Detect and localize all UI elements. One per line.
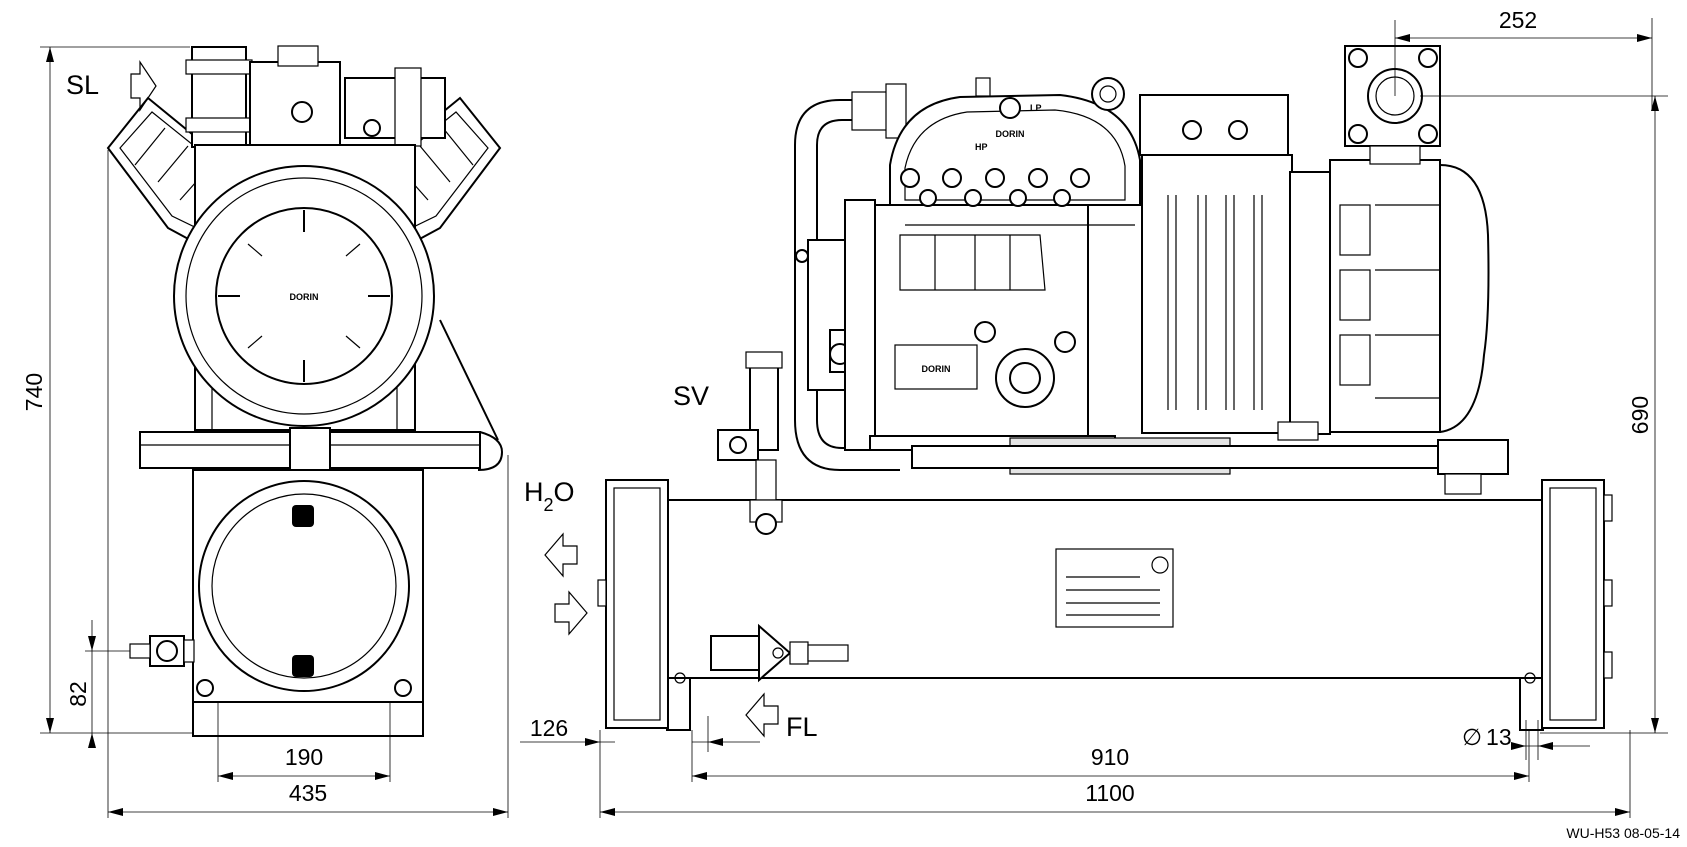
water-in-arrow — [554, 590, 588, 636]
brand-label-head: DORIN — [996, 129, 1025, 139]
solenoid-valve — [717, 351, 783, 535]
discharge-valve — [1344, 45, 1441, 165]
brand-label-plate: DORIN — [922, 364, 951, 374]
dim-740: 740 — [21, 373, 47, 411]
drawing-code: WU-H53 08-05-14 — [1566, 825, 1680, 841]
dim-435: 435 — [289, 780, 327, 806]
brand-label-end: DORIN — [290, 292, 319, 302]
end-cover: DORIN — [173, 165, 435, 427]
frame-rail — [911, 445, 1441, 469]
dim-82: 82 — [65, 681, 91, 707]
water-out-arrow — [544, 532, 578, 578]
dim-126: 126 — [530, 715, 568, 741]
filter-line-arrow — [745, 692, 779, 738]
left-dimensions — [40, 46, 509, 818]
dim-1100: 1100 — [1085, 780, 1134, 806]
suction-line-label: SL — [66, 70, 99, 100]
dim-690: 690 — [1627, 396, 1653, 434]
filter-valve — [710, 623, 849, 683]
right-dimensions — [520, 18, 1668, 818]
left-end-view: DORIN — [106, 45, 504, 737]
solenoid-valve-label: SV — [673, 381, 709, 411]
side-valve-end — [129, 635, 195, 667]
dim-190: 190 — [285, 744, 323, 770]
right-side-view: DORIN LP HP DORIN — [544, 45, 1613, 738]
dim-252: 252 — [1499, 7, 1537, 33]
condenser-end-flange — [192, 469, 424, 737]
condenser-shell — [597, 479, 1613, 731]
water-label: H2O — [524, 477, 575, 515]
motor-section — [1139, 94, 1490, 441]
suction-line-arrow — [130, 60, 157, 112]
dim-910: 910 — [1091, 744, 1129, 770]
hp-label: HP — [975, 142, 988, 152]
suction-valve-block — [185, 45, 446, 153]
lp-label: LP — [1030, 103, 1042, 113]
suction-pipe — [794, 99, 900, 471]
filter-line-label: FL — [786, 712, 818, 742]
dim-13: ∅13 — [1462, 724, 1512, 750]
